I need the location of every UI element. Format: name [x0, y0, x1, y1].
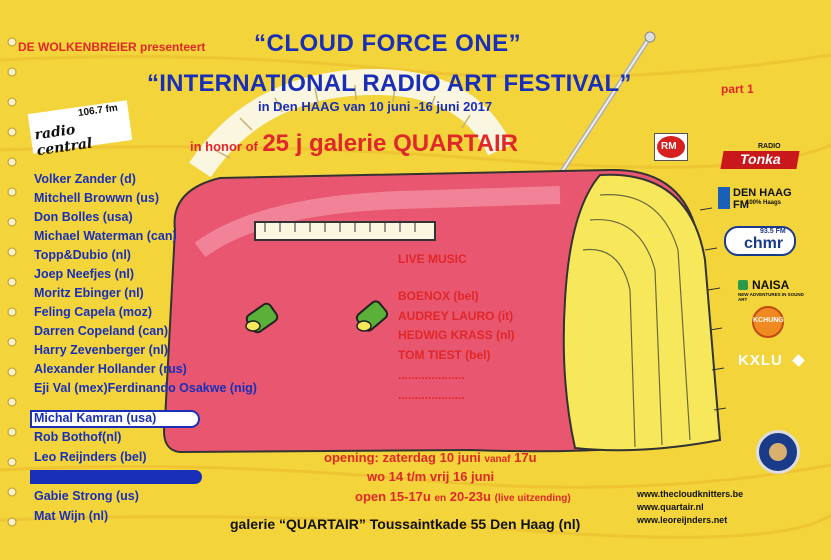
den-haag-fm-sub: 100% Haags [746, 200, 782, 206]
chmr-text: chmr [744, 235, 784, 252]
naisa-icon [738, 280, 748, 290]
live-act: .................... [398, 368, 465, 382]
honor-line: in honor of 25 j galerie QUARTAIR [190, 130, 518, 158]
kchung-circle [752, 306, 784, 338]
presents-word: presenteert [140, 40, 206, 54]
opening-line: opening: zaterdag 10 juni vanaf 17u [324, 450, 537, 465]
festival-part: part 1 [721, 82, 754, 96]
opening-vanaf: vanaf [484, 454, 511, 465]
open-label: open 15-17u [355, 489, 431, 504]
chmr-freq: 93.5 FM [760, 228, 786, 235]
rm-logo-text: RM [661, 141, 677, 152]
weekdays-line: wo 14 t/m vrij 16 juni [367, 469, 495, 484]
artist-item: Feling Capela (moz) [34, 305, 153, 319]
naisa-text: NAISA [752, 278, 790, 292]
artist-item: Eji Val (mex)Ferdinando Osakwe (nig) [34, 381, 257, 395]
opening-time: 17u [514, 450, 537, 465]
radio-tonka-logo: RADIO Tonka [720, 143, 800, 171]
opening-text: zaterdag 10 juni [382, 450, 481, 465]
den-haag-fm-badge [718, 187, 730, 209]
artist-item: Leo Reijnders (bel) [34, 450, 147, 464]
radio-tonka-top: RADIO [758, 143, 781, 150]
highlight-bar-blank [30, 470, 202, 484]
kchung-text: KCHUNG [753, 317, 784, 324]
artist-item: Michal Kamran (usa) [34, 411, 157, 425]
presenter-name: DE WOLKENBREIER [18, 40, 137, 54]
rm-logo: RM [654, 133, 688, 161]
artist-item: Alexander Hollander (rus) [34, 362, 187, 376]
artist-item: Mat Wijn (nl) [34, 509, 109, 523]
kchung-logo: KCHUNG [752, 306, 784, 338]
open-evening: 20-23u [449, 489, 491, 504]
project-title: “CLOUD FORCE ONE” [254, 30, 522, 57]
artist-item: Harry Zevenberger (nl) [34, 343, 169, 357]
open-en: en [434, 493, 447, 504]
live-act: AUDREY LAURO (it) [398, 309, 514, 323]
artist-item: Moritz Ebinger (nl) [34, 286, 144, 300]
artist-item: Darren Copeland (can) [34, 324, 169, 338]
kxlu-logo: KXLU [738, 352, 808, 372]
den-haag-fm-logo: DEN HAAG FM 100% Haags [718, 185, 802, 211]
website-link[interactable]: www.quartair.nl [637, 502, 704, 512]
honor-main: 25 j galerie QUARTAIR [262, 130, 518, 157]
live-act: TOM TIEST (bel) [398, 348, 491, 362]
open-hours-line: open 15-17u en 20-23u (live uitzending) [355, 489, 571, 504]
website-link[interactable]: www.leoreijnders.net [637, 515, 728, 525]
naisa-logo: NAISA NEW ADVENTURES IN SOUND ART [738, 278, 808, 302]
rm-logo-circle [657, 136, 685, 158]
live-music-heading: LIVE MUSIC [398, 252, 467, 266]
presenter-line: DE WOLKENBREIER presenteert [18, 40, 205, 54]
festival-dates: in Den HAAG van 10 juni -16 juni 2017 [258, 99, 493, 114]
artist-item: Mitchell Browwn (us) [34, 191, 159, 205]
artist-item: Gabie Strong (us) [34, 489, 139, 503]
honor-prefix: in honor of [190, 139, 258, 154]
artist-item: Volker Zander (d) [34, 172, 136, 186]
artist-item: Michael Waterman (can) [34, 229, 177, 243]
live-act: HEDWIG KRASS (nl) [398, 328, 515, 342]
venue-address: galerie “QUARTAIR” Toussaintkade 55 Den … [230, 516, 581, 532]
live-act: BOENOX (bel) [398, 289, 479, 303]
artist-item: Topp&Dubio (nl) [34, 248, 131, 262]
independent-radio-badge-icon [756, 430, 800, 474]
website-link[interactable]: www.thecloudknitters.be [637, 489, 744, 499]
kxlu-diamond-icon [792, 354, 805, 367]
artist-item: Rob Bothof(nl) [34, 430, 122, 444]
artist-item: Don Bolles (usa) [34, 210, 133, 224]
badge-inner-circle [769, 443, 787, 461]
kxlu-text: KXLU [738, 352, 783, 369]
opening-label: opening: [324, 450, 379, 465]
live-note: (live uitzending) [494, 493, 571, 504]
artist-item: Joep Neefjes (nl) [34, 267, 135, 281]
highlight-bar [30, 410, 200, 428]
chmr-logo: 93.5 FM chmr [724, 226, 796, 256]
festival-title: “INTERNATIONAL RADIO ART FESTIVAL” [147, 70, 632, 97]
den-haag-fm-text: DEN HAAG FM [733, 187, 792, 211]
naisa-sub: NEW ADVENTURES IN SOUND ART [738, 292, 804, 302]
live-act: .................... [398, 388, 465, 402]
radio-tonka-text: Tonka [740, 151, 781, 167]
